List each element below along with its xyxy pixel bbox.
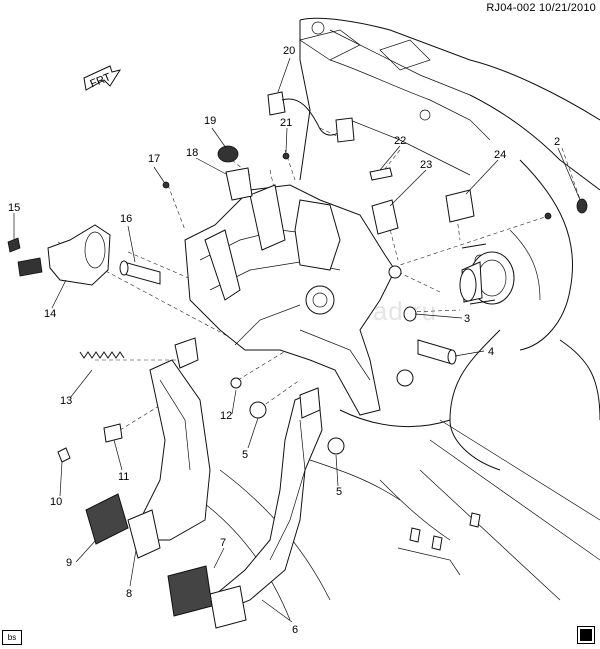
callout-20: 20 [283,45,295,57]
callout-13: 13 [60,395,72,407]
callout-19: 19 [204,115,216,127]
publisher-logo-icon [577,626,595,644]
callout-9: 9 [66,557,72,569]
callout-5a: 5 [242,449,248,461]
callout-labels: 2 3 4 5 5 6 7 8 9 10 11 12 13 14 15 16 1… [8,45,560,636]
callout-18: 18 [186,147,198,159]
callout-17: 17 [148,153,160,165]
callout-2: 2 [554,136,560,148]
callout-14: 14 [44,308,56,320]
callout-22: 22 [394,135,406,147]
callout-6: 6 [292,624,298,636]
callout-8: 8 [126,588,132,600]
brake-booster [459,212,552,305]
callout-10: 10 [50,496,62,508]
front-arrow-icon: FRT [83,65,122,91]
body-structure [199,17,600,621]
brake-pedal-pad [167,565,213,617]
callout-24: 24 [494,149,506,161]
clutch-pedal-pad [85,493,129,545]
callout-16: 16 [120,213,132,225]
callout-3: 3 [464,313,470,325]
small-parts [7,91,588,463]
callout-leaders [13,57,581,623]
callout-15: 15 [8,202,20,214]
callout-7: 7 [220,537,226,549]
pedal-bracket [184,184,414,416]
callout-23: 23 [420,159,432,171]
callout-5b: 5 [336,486,342,498]
callout-4: 4 [488,346,494,358]
source-badge: bs [2,630,22,645]
diagram-reference: RJ04-002 10/21/2010 [486,2,596,14]
callout-11: 11 [118,471,129,483]
brake-pedal [167,387,323,629]
callout-21: 21 [280,117,292,129]
callout-12: 12 [220,410,232,422]
clutch-pedal [85,337,211,559]
floor-studs [397,512,481,576]
